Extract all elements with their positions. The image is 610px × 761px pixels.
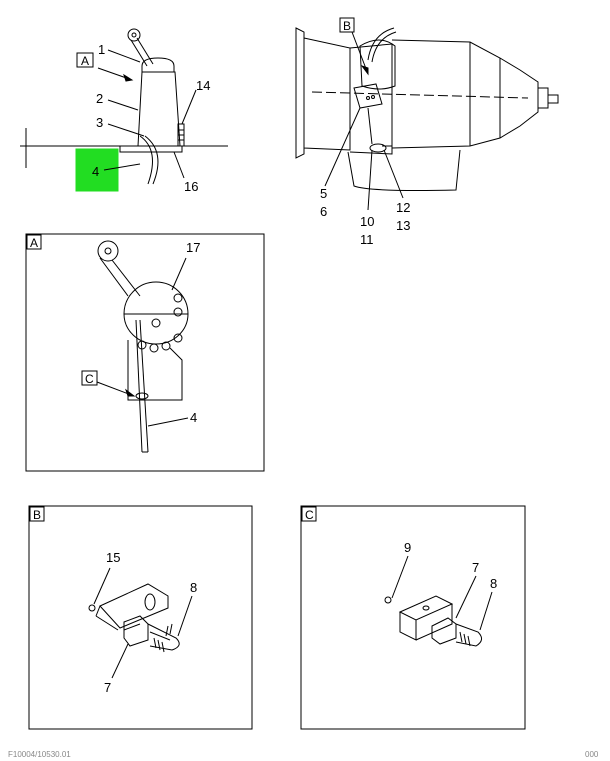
callout-8-view-b: 8 bbox=[190, 580, 197, 595]
callout-2: 2 bbox=[96, 91, 103, 106]
callout-14: 14 bbox=[196, 78, 210, 93]
callout-15: 15 bbox=[106, 550, 120, 565]
callout-16: 16 bbox=[184, 179, 198, 194]
transmission-housing bbox=[295, 27, 559, 191]
callout-3: 3 bbox=[96, 115, 103, 130]
view-c-plate-detail bbox=[384, 595, 482, 647]
view-b-ref-box bbox=[339, 17, 355, 33]
callout-13: 13 bbox=[396, 218, 410, 233]
callout-4: 4 bbox=[190, 410, 197, 425]
view-a-ref-box bbox=[76, 52, 94, 68]
callout-1: 1 bbox=[98, 42, 105, 57]
view-c-title: C bbox=[305, 508, 314, 522]
callout-10: 10 bbox=[360, 214, 374, 229]
callout-4-highlight: 4 bbox=[92, 164, 99, 179]
view-c-ref-box bbox=[81, 370, 98, 386]
view-a-lever-detail bbox=[97, 240, 189, 453]
callout-7-view-c: 7 bbox=[472, 560, 479, 575]
view-a-ref-label: A bbox=[81, 54, 89, 68]
view-b-bracket-detail bbox=[88, 583, 180, 653]
view-a-title: A bbox=[30, 236, 38, 250]
view-b-panel bbox=[28, 505, 253, 730]
figure-page: 000 bbox=[585, 750, 599, 759]
figure-id: F10004/10530.01 bbox=[8, 750, 71, 759]
callout-8-view-c: 8 bbox=[490, 576, 497, 591]
callout-9: 9 bbox=[404, 540, 411, 555]
view-b-title: B bbox=[33, 508, 41, 522]
callout-17: 17 bbox=[186, 240, 200, 255]
view-c-panel bbox=[300, 505, 526, 730]
callout-7-view-b: 7 bbox=[104, 680, 111, 695]
callout-12: 12 bbox=[396, 200, 410, 215]
callout-6: 6 bbox=[320, 204, 327, 219]
shift-lever-assembly bbox=[20, 28, 228, 185]
view-c-ref-label: C bbox=[85, 372, 94, 386]
callout-5: 5 bbox=[320, 186, 327, 201]
view-a-panel bbox=[25, 233, 265, 472]
callout-11: 11 bbox=[360, 232, 374, 247]
view-b-ref-label: B bbox=[343, 19, 351, 33]
highlighted-part-4[interactable] bbox=[75, 148, 119, 192]
